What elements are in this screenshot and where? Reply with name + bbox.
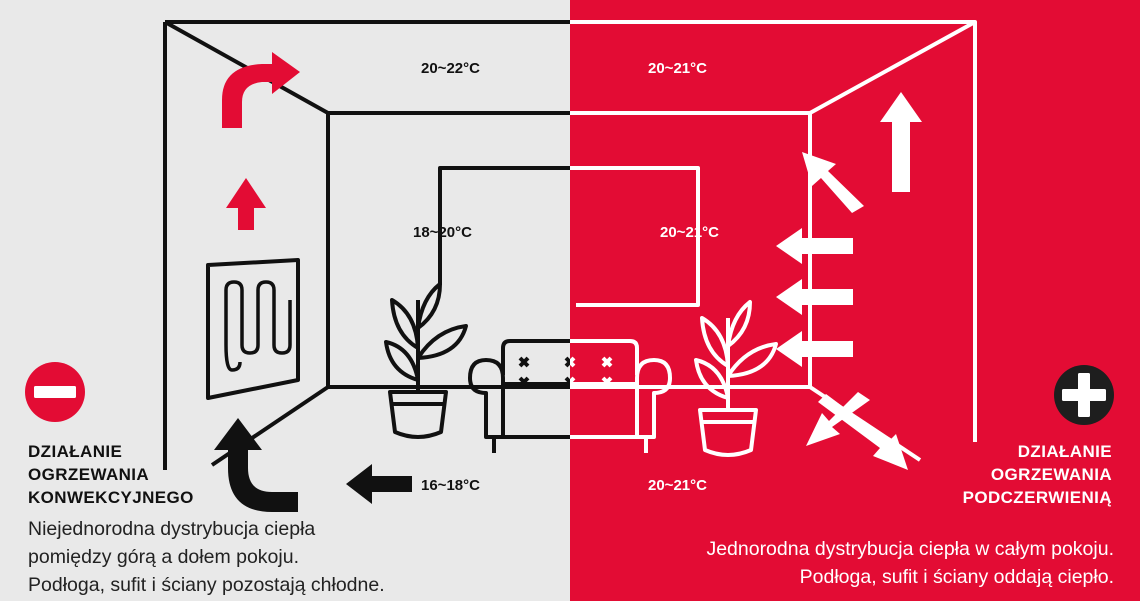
heading-line: PODCZERWIENIĄ [962, 488, 1112, 507]
infrared-radiation-arrows [776, 92, 922, 470]
left-arrow-icon [776, 279, 853, 315]
convection-room [163, 20, 570, 470]
down-left-arrow-icon [806, 392, 870, 446]
left-middle-temperature: 18~20°C [413, 224, 472, 241]
description-line: Jednorodna dystrybucja ciepła w całym po… [706, 538, 1114, 560]
left-arrow-icon [776, 228, 853, 264]
description-line: Niejednorodna dystrybucja ciepła [28, 518, 316, 540]
infrared-heading: DZIAŁANIE OGRZEWANIA PODCZERWIENIĄ [963, 440, 1112, 509]
infrared-description: Jednorodna dystrybucja ciepła w całym po… [706, 535, 1114, 591]
plus-icon [1054, 365, 1114, 425]
left-ceiling-temperature: 20~22°C [421, 60, 480, 77]
right-ceiling-temperature: 20~21°C [648, 60, 707, 77]
diagonal-arrow-icon [802, 152, 864, 213]
convection-heading: DZIAŁANIE OGRZEWANIA KONWEKCYJNEGO [28, 440, 194, 509]
heading-line: OGRZEWANIA [28, 465, 150, 484]
heading-line: DZIAŁANIE [1017, 442, 1112, 461]
description-line: Podłoga, sufit i ściany oddają ciepło. [799, 566, 1114, 588]
curved-arrow-icon [222, 52, 300, 128]
minus-icon [25, 362, 85, 422]
heading-line: KONWEKCYJNEGO [28, 488, 194, 507]
left-arrow-icon [776, 331, 853, 367]
heading-line: OGRZEWANIA [990, 465, 1112, 484]
up-arrow-icon [226, 178, 266, 230]
right-floor-temperature: 20~21°C [648, 477, 707, 494]
convection-rising-arrows [222, 52, 300, 230]
left-floor-temperature: 16~18°C [421, 477, 480, 494]
up-arrow-icon [880, 92, 922, 192]
right-panel-background [570, 0, 1140, 601]
convection-description: Niejednorodna dystrybucja ciepła pomiędz… [28, 515, 385, 599]
convection-floor-arrows [214, 418, 412, 512]
description-line: pomiędzy górą a dołem pokoju. [28, 546, 299, 568]
curved-floor-arrow-icon [214, 418, 298, 512]
right-middle-temperature: 20~21°C [660, 224, 719, 241]
left-arrow-icon [346, 464, 412, 504]
description-line: Podłoga, sufit i ściany pozostają chłodn… [28, 574, 385, 596]
heading-line: DZIAŁANIE [28, 442, 123, 461]
down-right-arrow-icon [818, 394, 908, 470]
